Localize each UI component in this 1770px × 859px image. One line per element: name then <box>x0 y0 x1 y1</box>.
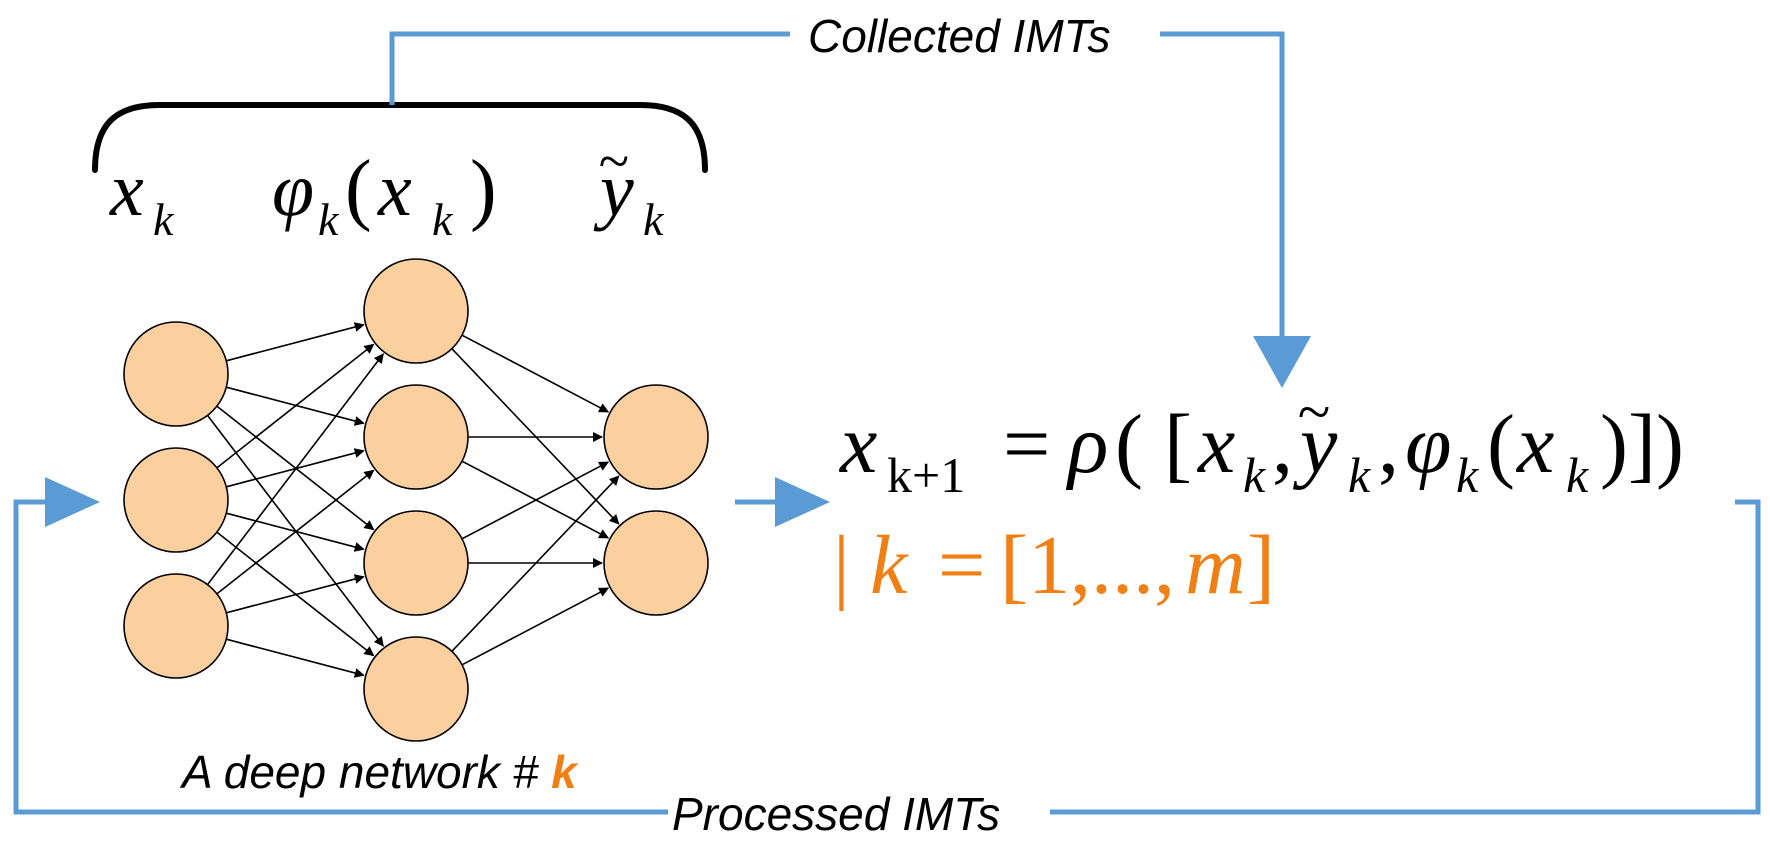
svg-text:]: ] <box>1247 519 1275 612</box>
svg-text:k: k <box>643 194 665 245</box>
svg-text:φ: φ <box>1405 398 1451 491</box>
svg-text:x: x <box>377 148 412 232</box>
svg-text:|: | <box>833 519 850 612</box>
network-edge-l0-1-0 <box>216 343 375 469</box>
svg-text:y: y <box>1292 398 1338 491</box>
top-symbol-ytilde-k: ~ y k <box>593 131 665 245</box>
svg-text:1,...,: 1,..., <box>1028 519 1175 612</box>
network-node-l2-1 <box>603 510 709 616</box>
svg-text:~: ~ <box>1297 379 1329 445</box>
collected-imts-arrowhead <box>1253 336 1311 388</box>
svg-text:x: x <box>838 398 877 491</box>
svg-text:( [: ( [ <box>1115 398 1192 491</box>
svg-text:y: y <box>593 148 634 232</box>
collected-imts-connector-right <box>1160 31 1285 340</box>
svg-text:ρ: ρ <box>1065 398 1108 491</box>
processed-imts-arrowhead <box>45 477 100 527</box>
top-symbol-xk: x k <box>109 148 175 245</box>
svg-text:)]): )]) <box>1600 398 1684 491</box>
network-edge-l0-2-1 <box>216 469 375 595</box>
network-edges <box>206 322 620 678</box>
svg-text:x: x <box>1515 398 1554 491</box>
collected-imts-connector <box>389 31 790 105</box>
svg-text:(: ( <box>1487 398 1515 491</box>
svg-text:x: x <box>1196 398 1235 491</box>
svg-text:k: k <box>1243 447 1266 503</box>
svg-text:~: ~ <box>598 131 628 193</box>
network-edge-l1-0-0 <box>461 334 610 413</box>
svg-text:=: = <box>1003 398 1050 491</box>
top-brace <box>92 102 708 173</box>
network-edge-l1-3-1 <box>461 587 610 666</box>
network-node-l1-2 <box>363 510 469 616</box>
network-caption-k: k <box>551 746 579 798</box>
svg-text:k: k <box>432 194 454 245</box>
network-edge-l0-0-0 <box>226 322 365 362</box>
svg-text:k: k <box>1348 447 1371 503</box>
svg-text:(: ( <box>345 145 372 233</box>
collected-imts-label: Collected IMTs <box>808 10 1111 62</box>
svg-text:[: [ <box>1000 519 1028 612</box>
svg-text:,: , <box>1378 398 1399 491</box>
network-node-l0-0 <box>123 321 229 427</box>
network-edge-l1-3-0 <box>451 475 620 652</box>
network-nodes <box>123 258 709 742</box>
processed-imts-loop-left <box>13 499 668 815</box>
svg-text:m: m <box>1185 519 1246 612</box>
network-node-l0-2 <box>123 573 229 679</box>
network-edge-l1-1-1 <box>461 460 610 539</box>
top-symbol-phi-xk: φ k ( x k ) <box>272 145 497 245</box>
svg-text:k: k <box>153 194 175 245</box>
svg-text:k: k <box>1566 447 1589 503</box>
processed-imts-label: Processed IMTs <box>672 788 1000 840</box>
network-caption-prefix: A deep network # <box>179 746 551 798</box>
network-edge-l0-2-2 <box>226 574 365 614</box>
svg-text:x: x <box>109 148 144 232</box>
network-edge-l0-2-3 <box>226 638 365 678</box>
network-node-l0-1 <box>123 447 229 553</box>
network-edge-l0-2-0 <box>206 353 384 586</box>
network-output-arrowhead <box>775 477 830 527</box>
index-condition: | k = [ 1,..., m ] <box>833 519 1275 612</box>
network-node-l1-0 <box>363 258 469 364</box>
svg-text:φ: φ <box>272 148 314 232</box>
network-caption: A deep network # k <box>179 746 579 798</box>
svg-text:k: k <box>318 194 340 245</box>
network-node-l2-0 <box>603 384 709 490</box>
update-equation: x k+1 = ρ ( [ x k , ~ y k , φ k ( x k )]… <box>838 379 1684 503</box>
network-node-l1-1 <box>363 384 469 490</box>
svg-text:k: k <box>870 519 909 612</box>
svg-text:k+1: k+1 <box>887 447 965 503</box>
svg-text:=: = <box>938 519 985 612</box>
svg-text:,: , <box>1272 398 1293 491</box>
network-node-l1-3 <box>363 636 469 742</box>
svg-text:k: k <box>1456 447 1479 503</box>
svg-text:): ) <box>470 145 497 233</box>
network-edge-l1-2-0 <box>461 461 610 540</box>
processed-imts-loop-right <box>1050 499 1761 815</box>
